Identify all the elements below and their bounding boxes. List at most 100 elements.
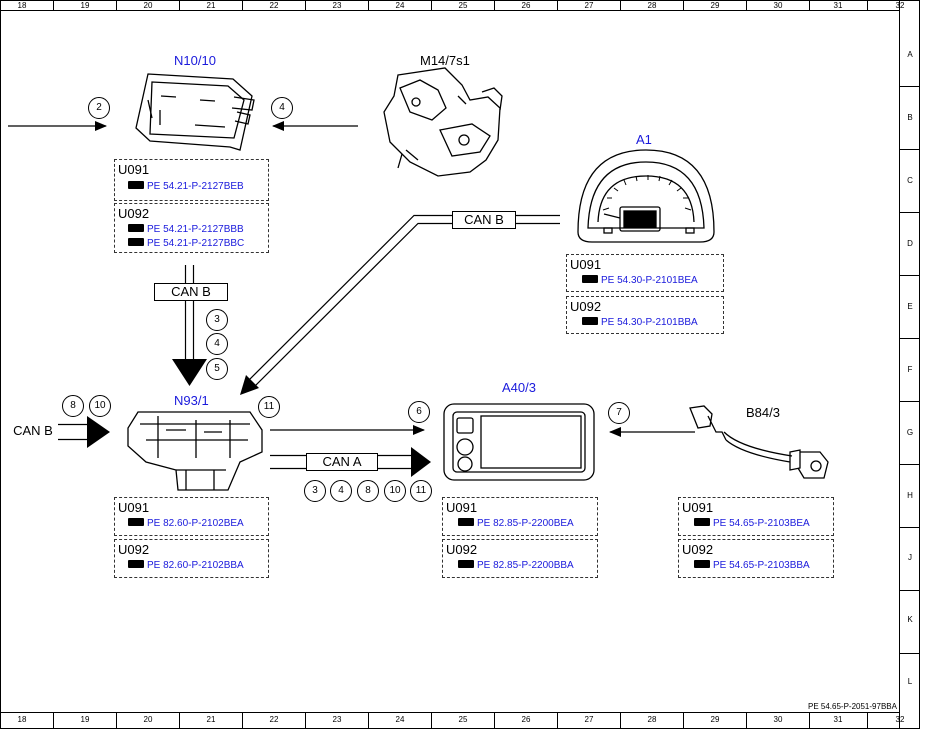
callout-circle: 5 [206,358,228,380]
can-b-diagonal-bus [240,214,560,395]
document-reference: PE 54.65-P-2051-97BBA [808,702,897,711]
callout-circle: 8 [62,395,84,417]
can-a-label: CAN A [306,453,378,471]
ref-box-code: U091 [570,257,602,272]
col-label: 26 [521,1,531,10]
ref-box-n10-u092: U092 PE 54.21-P-2127BBB PE 54.21-P-2127B… [114,203,269,253]
ref-box-a1-u092: U092 PE 54.30-P-2101BBA [566,296,724,334]
callout-circle: 8 [357,480,379,502]
col-label: 25 [458,1,468,10]
ref-link[interactable]: PE 54.30-P-2101BBA [582,317,698,328]
b84-label: B84/3 [746,405,780,420]
col-label: 28 [647,1,657,10]
col-label: 23 [332,1,342,10]
col-label: 31 [833,715,843,724]
col-label: 24 [395,1,405,10]
col-label: 22 [269,715,279,724]
ref-box-a40-u091: U091 PE 82.85-P-2200BEA [442,497,598,536]
ref-box-n93-u091: U091 PE 82.60-P-2102BEA [114,497,269,536]
pointing-hand-icon [458,518,474,527]
ref-link[interactable]: PE 82.60-P-2102BBA [128,560,244,571]
ref-link[interactable]: PE 54.65-P-2103BBA [694,560,810,571]
m14-label: M14/7s1 [420,53,470,68]
ref-box-a40-u092: U092 PE 82.85-P-2200BBA [442,539,598,578]
col-label: 26 [521,715,531,724]
col-label: 32 [895,715,905,724]
ref-box-code: U091 [446,500,478,515]
ref-box-code: U091 [118,500,150,515]
can-b-left-label: CAN B [8,423,58,441]
pointing-hand-icon [694,560,710,569]
pointing-hand-icon [582,275,598,284]
row-label: B [907,113,913,122]
col-label: 32 [895,1,905,10]
callout-circle: 10 [384,480,406,502]
callout-circle: 3 [206,309,228,331]
a1-cluster-ticks [602,175,692,211]
pointing-hand-icon [458,560,474,569]
a40-display-drawing [443,403,595,481]
ref-box-n93-u092: U092 PE 82.60-P-2102BBA [114,539,269,578]
row-label: G [906,428,914,437]
col-label: 31 [833,1,843,10]
callout-circle: 10 [89,395,111,417]
a40-label: A40/3 [502,380,536,395]
callout-circle: 11 [410,480,432,502]
b84-camera-drawing [689,405,829,479]
pointing-hand-icon [128,560,144,569]
n93-module-drawing [127,411,263,491]
ref-box-b84-u091: U091 PE 54.65-P-2103BEA [678,497,834,536]
ref-box-a1-u091: U091 PE 54.30-P-2101BEA [566,254,724,292]
ref-link[interactable]: PE 54.21-P-2127BEB [128,181,244,192]
col-label: 27 [584,1,594,10]
row-label: L [907,677,913,686]
col-label: 29 [710,1,720,10]
col-label: 19 [80,1,90,10]
row-label: F [907,365,913,374]
ref-box-code: U092 [446,542,478,557]
ref-link[interactable]: PE 54.65-P-2103BEA [694,518,810,529]
callout-circle: 2 [88,97,110,119]
ref-link[interactable]: PE 82.85-P-2200BBA [458,560,574,571]
row-label: H [907,491,913,500]
pointing-hand-icon [128,518,144,527]
col-label: 19 [80,715,90,724]
ref-box-code: U092 [682,542,714,557]
pointing-hand-icon [128,181,144,190]
callout-circle: 7 [608,402,630,424]
col-label: 18 [17,1,27,10]
row-label: C [907,176,913,185]
callout-circle: 6 [408,401,430,423]
col-label: 29 [710,715,720,724]
ref-link[interactable]: PE 82.85-P-2200BEA [458,518,574,529]
can-b-a1-label: CAN B [452,211,516,229]
row-label: E [907,302,913,311]
callout-circle: 4 [271,97,293,119]
callout-circle: 3 [304,480,326,502]
col-label: 21 [206,715,216,724]
ref-box-n10-u091: U091 PE 54.21-P-2127BEB [114,159,269,201]
col-label: 25 [458,715,468,724]
a1-label: A1 [636,132,652,147]
ref-box-code: U091 [118,162,150,177]
col-label: 22 [269,1,279,10]
col-label: 18 [17,715,27,724]
callout-circle: 4 [206,333,228,355]
ref-link[interactable]: PE 54.21-P-2127BBB [128,224,244,235]
n10-label: N10/10 [174,53,216,68]
m14-lock-drawing [383,67,503,177]
ref-box-b84-u092: U092 PE 54.65-P-2103BBA [678,539,834,578]
ref-box-code: U091 [682,500,714,515]
can-b-vertical-bus [172,265,207,386]
row-label: D [907,239,913,248]
ref-link[interactable]: PE 82.60-P-2102BEA [128,518,244,529]
col-label: 28 [647,715,657,724]
ref-link[interactable]: PE 54.21-P-2127BBC [128,238,244,249]
pointing-hand-icon [694,518,710,527]
ref-link[interactable]: PE 54.30-P-2101BEA [582,275,698,286]
col-label: 20 [143,1,153,10]
ref-box-code: U092 [118,206,150,221]
pointing-hand-icon [582,317,598,326]
